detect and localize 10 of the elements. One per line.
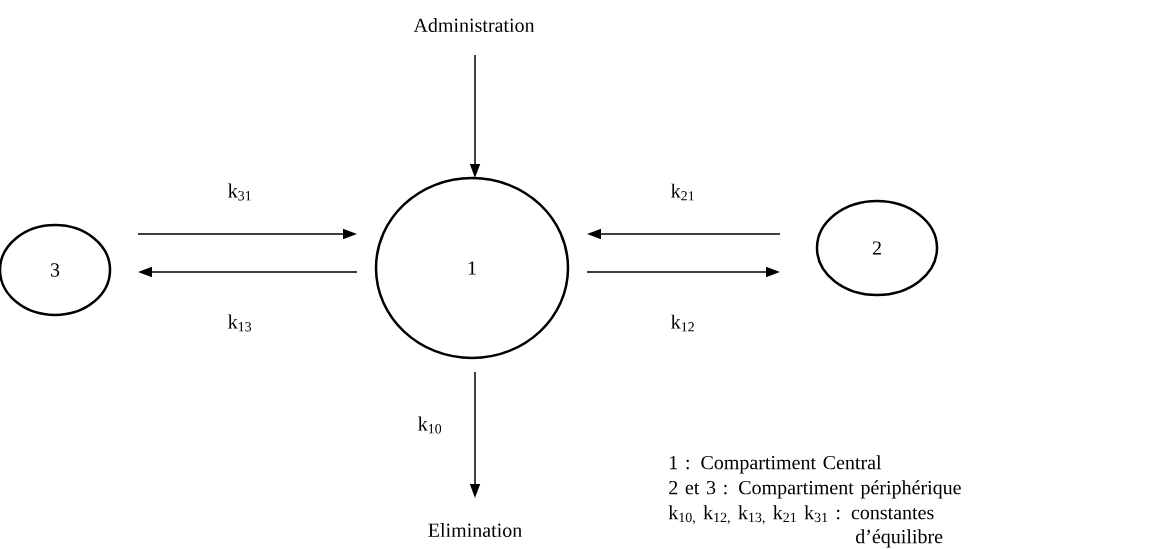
edge-label: k$_{12}$ <box>669 313 697 333</box>
node-text: Elimination <box>428 522 522 537</box>
node-text: Administration <box>413 17 535 33</box>
edge-label: k$_{13}$ <box>226 313 254 333</box>
edge-label: k$_{31}$ <box>226 182 254 202</box>
edge-label: k$_{10}$ <box>416 415 444 435</box>
legend-text: k$_{10,}$ k$_{12,}$ k$_{13,}$ k$_{21}$ k$_{31}$ : constantes d’équilibre <box>668 505 943 548</box>
legend-text: 1 : Compartiment Central <box>670 455 882 474</box>
edge-label: k$_{21}$ <box>669 182 697 202</box>
legend-text: 2 et 3 : Compartiment périphérique <box>669 480 961 499</box>
